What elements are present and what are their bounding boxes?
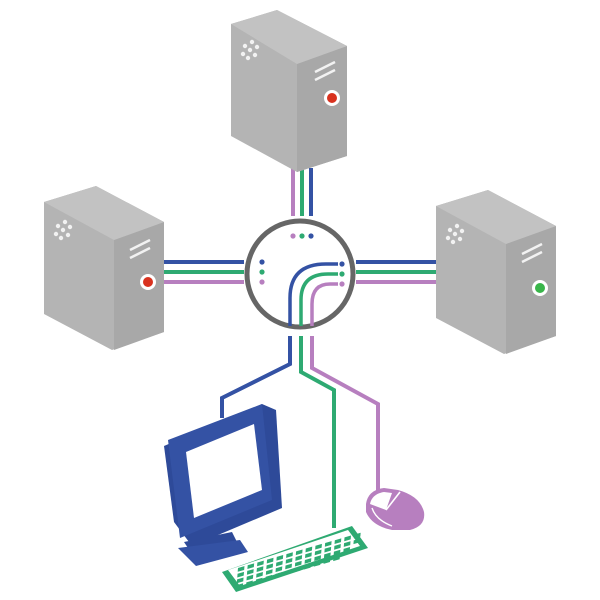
keyboard-icon bbox=[222, 526, 368, 592]
server-left bbox=[44, 186, 164, 350]
hub-route-purple bbox=[310, 282, 338, 326]
hub-port-dot bbox=[259, 269, 265, 275]
hub-port-dot bbox=[299, 233, 305, 239]
cables bbox=[162, 168, 438, 528]
hub-port-dot bbox=[339, 281, 345, 287]
kvm-hub bbox=[244, 218, 356, 330]
hub-port-dot bbox=[290, 233, 296, 239]
cable-keyboard bbox=[299, 336, 336, 528]
cable-mouse bbox=[310, 336, 380, 492]
mouse bbox=[366, 488, 425, 530]
server-tower-icon bbox=[436, 190, 556, 354]
monitor-icon bbox=[164, 404, 282, 566]
server-tower-icon bbox=[231, 10, 347, 172]
hub-port-dot bbox=[339, 261, 345, 267]
hub-port-dot bbox=[259, 279, 265, 285]
hub-port-dot bbox=[339, 271, 345, 277]
server-top bbox=[231, 10, 347, 172]
keyboard bbox=[222, 526, 368, 592]
hub-route-green bbox=[299, 272, 338, 326]
server-tower-icon bbox=[44, 186, 164, 350]
cable-monitor bbox=[220, 336, 292, 418]
hub-port-dot bbox=[308, 233, 314, 239]
monitor bbox=[164, 404, 282, 566]
mouse-icon bbox=[366, 488, 425, 530]
hub-port-dot bbox=[259, 259, 265, 265]
server-right bbox=[436, 190, 556, 354]
hub-route-blue bbox=[288, 262, 338, 326]
